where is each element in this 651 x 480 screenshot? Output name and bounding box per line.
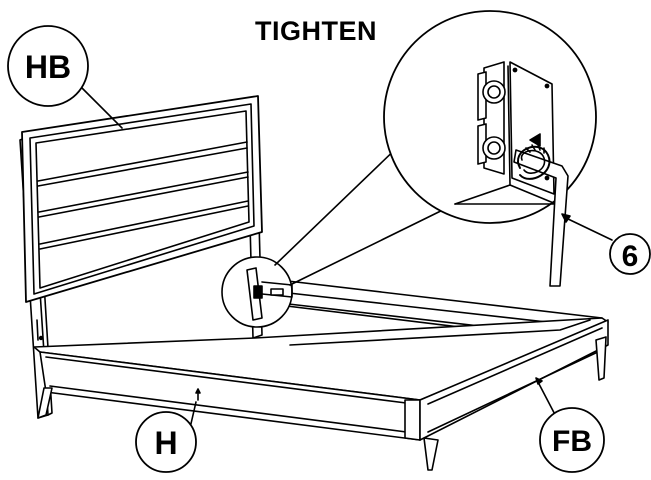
bed-frame-front <box>34 318 608 470</box>
callout-6 <box>610 234 650 274</box>
callout-h <box>136 402 196 472</box>
label-hb: HB <box>25 49 71 85</box>
callout-fb <box>538 382 604 472</box>
zoom-callout <box>222 11 612 327</box>
label-fb: FB <box>552 425 592 458</box>
instruction-title: TIGHTEN <box>255 16 377 46</box>
callout-hb <box>8 26 122 128</box>
label-h: H <box>154 425 177 461</box>
label-step-6: 6 <box>622 240 639 273</box>
